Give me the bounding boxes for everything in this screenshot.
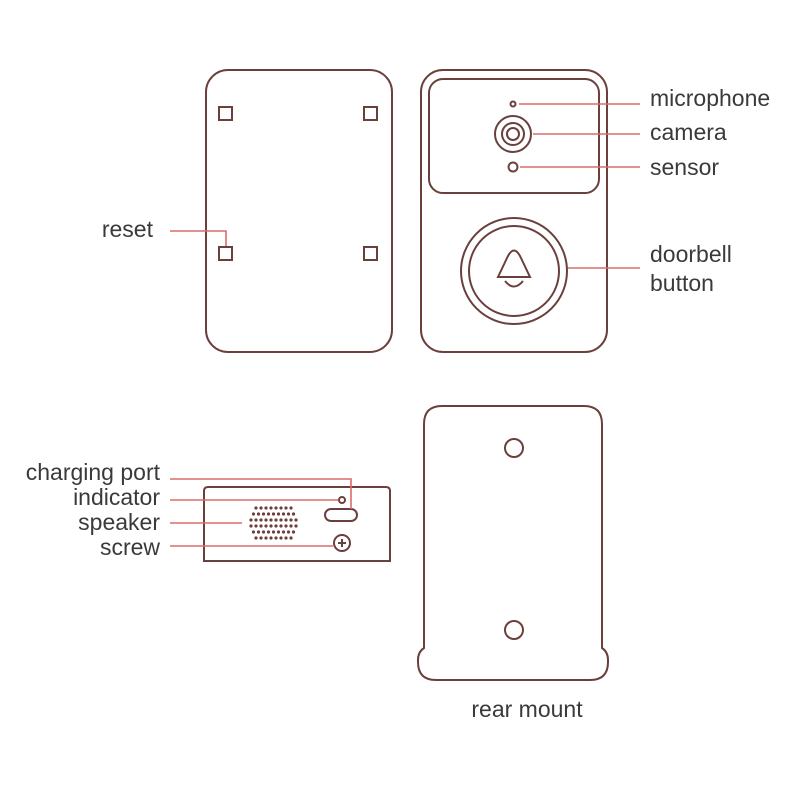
doorbell-label-line1: doorbell bbox=[650, 241, 732, 267]
speaker-hole bbox=[281, 512, 286, 516]
speaker-hole bbox=[271, 512, 276, 516]
doorbell-front-view: microphone camera sensor doorbell button bbox=[420, 69, 770, 353]
speaker-hole bbox=[279, 506, 283, 510]
speaker-hole bbox=[254, 536, 258, 540]
screw-cross-icon bbox=[338, 539, 346, 547]
speaker-hole bbox=[286, 512, 291, 516]
back-hole-top-left bbox=[218, 106, 233, 121]
speaker-hole bbox=[289, 518, 293, 522]
camera-lens-inner bbox=[506, 127, 520, 141]
speaker-hole bbox=[251, 512, 256, 516]
indicator-led bbox=[338, 496, 346, 504]
speaker-label: speaker bbox=[78, 509, 160, 535]
microphone-hole bbox=[509, 100, 517, 108]
speaker-hole bbox=[291, 530, 296, 534]
screw bbox=[333, 534, 351, 552]
speaker-hole bbox=[289, 536, 293, 540]
speaker-hole bbox=[274, 506, 278, 510]
speaker-hole bbox=[286, 530, 291, 534]
back-hole-bottom-right bbox=[363, 246, 378, 261]
speaker-hole bbox=[259, 524, 263, 528]
front-body-outline bbox=[420, 69, 608, 353]
speaker-hole bbox=[261, 530, 266, 534]
speaker-hole bbox=[261, 512, 266, 516]
speaker-hole bbox=[269, 506, 273, 510]
speaker-hole bbox=[254, 506, 258, 510]
doorbell-bottom-view: charging port indicator speaker screw bbox=[26, 459, 391, 562]
speaker-hole bbox=[266, 530, 271, 534]
speaker-hole bbox=[281, 530, 286, 534]
speaker-hole bbox=[271, 530, 276, 534]
sensor-label: sensor bbox=[650, 154, 719, 180]
speaker-hole bbox=[269, 518, 273, 522]
bottom-body-outline bbox=[203, 486, 391, 562]
reset-button bbox=[218, 246, 233, 261]
speaker-hole bbox=[274, 536, 278, 540]
speaker-hole bbox=[279, 518, 283, 522]
speaker-hole bbox=[294, 524, 298, 528]
camera-label: camera bbox=[650, 119, 727, 145]
speaker-hole bbox=[266, 512, 271, 516]
speaker-hole bbox=[254, 518, 258, 522]
charging-port-label: charging port bbox=[26, 459, 161, 485]
doorbell-button-outer bbox=[460, 217, 568, 325]
speaker-hole bbox=[256, 512, 261, 516]
speaker-hole bbox=[249, 518, 253, 522]
speaker-hole bbox=[291, 512, 296, 516]
back-body-outline bbox=[205, 69, 393, 353]
back-hole-top-right bbox=[363, 106, 378, 121]
speaker-hole bbox=[269, 536, 273, 540]
speaker-hole bbox=[274, 518, 278, 522]
charging-port-leader-line bbox=[170, 478, 352, 509]
speaker-hole bbox=[289, 506, 293, 510]
speaker-hole bbox=[294, 518, 298, 522]
speaker-hole bbox=[284, 536, 288, 540]
speaker-hole bbox=[276, 530, 281, 534]
speaker-hole bbox=[284, 506, 288, 510]
speaker-hole bbox=[274, 524, 278, 528]
speaker-hole bbox=[259, 536, 263, 540]
doorbell-label-line2: button bbox=[650, 270, 714, 296]
mount-hole-bottom bbox=[504, 620, 524, 640]
microphone-label: microphone bbox=[650, 85, 770, 111]
doorbell-button-inner bbox=[468, 225, 560, 317]
speaker-hole bbox=[269, 524, 273, 528]
camera-lens-outer bbox=[494, 115, 532, 153]
speaker-hole bbox=[264, 524, 268, 528]
speaker-hole bbox=[276, 512, 281, 516]
speaker-hole bbox=[279, 524, 283, 528]
speaker-hole bbox=[264, 536, 268, 540]
camera-window bbox=[428, 78, 600, 194]
speaker-hole bbox=[259, 518, 263, 522]
screw-label: screw bbox=[100, 534, 160, 560]
rear-mount-label: rear mount bbox=[471, 696, 583, 722]
sensor-dot bbox=[507, 161, 519, 173]
camera-lens-middle bbox=[501, 122, 525, 146]
speaker-hole bbox=[284, 524, 288, 528]
speaker-hole bbox=[256, 530, 261, 534]
charging-port bbox=[324, 508, 358, 522]
speaker-hole bbox=[289, 524, 293, 528]
speaker-hole bbox=[264, 506, 268, 510]
mount-hole-top bbox=[504, 438, 524, 458]
speaker-hole bbox=[279, 536, 283, 540]
speaker-grille bbox=[249, 506, 298, 540]
speaker-hole bbox=[251, 530, 256, 534]
speaker-hole bbox=[249, 524, 253, 528]
speaker-hole bbox=[259, 506, 263, 510]
doorbell-back-view: reset bbox=[102, 69, 393, 353]
speaker-hole bbox=[284, 518, 288, 522]
rear-mount-plate bbox=[417, 405, 609, 681]
bell-icon bbox=[496, 249, 532, 288]
rear-mount-view: rear mount bbox=[417, 405, 609, 722]
speaker-hole bbox=[254, 524, 258, 528]
reset-leader-line bbox=[170, 230, 227, 246]
speaker-hole bbox=[264, 518, 268, 522]
indicator-label: indicator bbox=[73, 484, 160, 510]
reset-label: reset bbox=[102, 216, 154, 242]
